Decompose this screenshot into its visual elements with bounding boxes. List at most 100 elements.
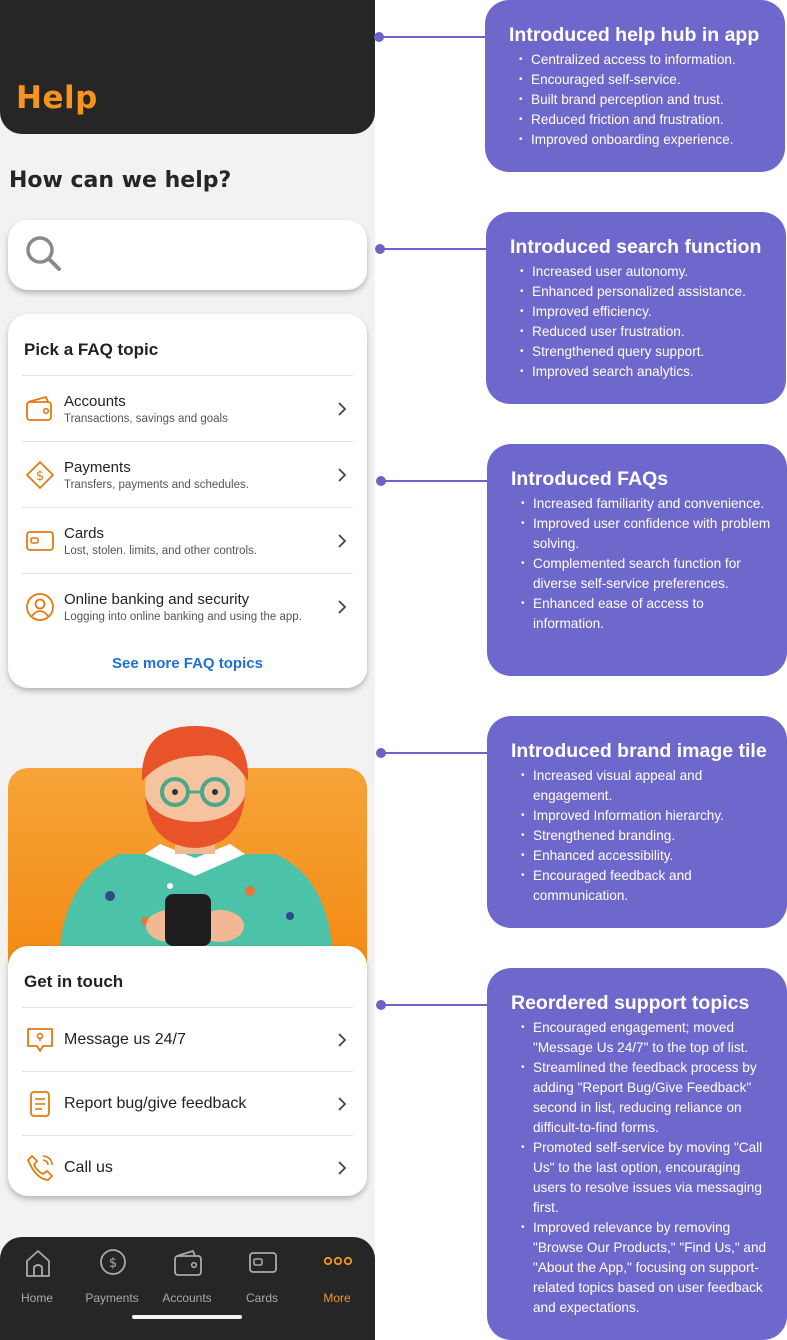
touch-item-message[interactable]: Message us 24/7 xyxy=(22,1007,353,1071)
touch-item-call[interactable]: Call us xyxy=(22,1135,353,1196)
connector-line xyxy=(382,1004,488,1006)
phone-screen: Help How can we help? Pick a FAQ topic A… xyxy=(0,0,375,1340)
connector-dot xyxy=(375,244,385,254)
faq-item-sub: Transactions, savings and goals xyxy=(64,413,228,425)
note-list: Encouraged engagement; moved "Message Us… xyxy=(521,1018,771,1318)
touch-item-label: Message us 24/7 xyxy=(64,1031,186,1048)
document-icon xyxy=(30,1091,50,1117)
touch-item-label: Report bug/give feedback xyxy=(64,1095,247,1112)
faq-item-payments[interactable]: $ Payments Transfers, payments and sched… xyxy=(22,441,353,507)
note-point: Encouraged engagement; moved "Message Us… xyxy=(521,1018,771,1058)
nav-accounts[interactable]: Accounts xyxy=(152,1247,222,1307)
note-list: Increased visual appeal and engagement. … xyxy=(521,766,771,906)
faq-item-accounts[interactable]: Accounts Transactions, savings and goals xyxy=(22,375,353,441)
faq-item-label: Payments xyxy=(64,459,131,476)
touch-card-title: Get in touch xyxy=(24,972,124,991)
note-point: Strengthened query support. xyxy=(520,342,770,362)
nav-home[interactable]: Home xyxy=(2,1247,72,1307)
note-point: Increased visual appeal and engagement. xyxy=(521,766,771,806)
message-icon xyxy=(27,1028,53,1052)
home-icon xyxy=(26,1250,50,1277)
app-header: Help xyxy=(0,0,375,134)
note-help-hub: Introduced help hub in app Centralized a… xyxy=(485,0,785,172)
svg-text:$: $ xyxy=(109,1256,117,1271)
touch-item-label: Call us xyxy=(64,1159,113,1176)
note-reordered-topics: Reordered support topics Encouraged enga… xyxy=(487,968,787,1340)
note-point: Increased user autonomy. xyxy=(520,262,770,282)
note-point: Encouraged feedback and communication. xyxy=(521,866,771,906)
faq-item-sub: Lost, stolen. limits, and other controls… xyxy=(64,545,258,557)
home-indicator xyxy=(132,1315,242,1319)
note-search: Introduced search function Increased use… xyxy=(486,212,786,404)
faq-item-sub: Logging into online banking and using th… xyxy=(64,611,302,623)
note-point: Improved relevance by removing "Browse O… xyxy=(521,1218,771,1318)
chevron-right-icon xyxy=(338,534,347,548)
note-list: Centralized access to information. Encou… xyxy=(519,50,769,150)
chevron-right-icon xyxy=(338,402,347,416)
note-title: Introduced help hub in app xyxy=(509,24,760,46)
connector-line xyxy=(382,752,488,754)
faq-item-label: Cards xyxy=(64,525,105,542)
chevron-right-icon xyxy=(338,600,347,614)
chevron-right-icon xyxy=(338,1161,347,1175)
payment-icon: $ xyxy=(26,461,54,489)
nav-cards[interactable]: Cards xyxy=(227,1247,297,1307)
note-point: Centralized access to information. xyxy=(519,50,769,70)
character-illustration xyxy=(60,726,332,946)
note-point: Strengthened branding. xyxy=(521,826,771,846)
get-in-touch-card: Get in touch Message us 24/7 Report bug/… xyxy=(8,946,367,1196)
see-more-faq-link[interactable]: See more FAQ topics xyxy=(112,655,263,672)
card-icon xyxy=(26,531,54,551)
connector-line xyxy=(381,248,487,250)
note-point: Promoted self-service by moving "Call Us… xyxy=(521,1138,771,1218)
connector-line xyxy=(380,36,486,38)
page-title: Help xyxy=(16,80,98,116)
faq-card: Pick a FAQ topic Accounts Transactions, … xyxy=(8,314,367,688)
nav-payments[interactable]: $ Payments xyxy=(77,1247,147,1307)
wallet-icon xyxy=(174,1250,202,1276)
user-icon xyxy=(26,593,54,621)
note-list: Increased user autonomy. Enhanced person… xyxy=(520,262,770,382)
faq-item-label: Online banking and security xyxy=(64,591,250,608)
more-icon xyxy=(323,1256,353,1266)
note-point: Built brand perception and trust. xyxy=(519,90,769,110)
note-point: Enhanced personalized assistance. xyxy=(520,282,770,302)
phone-icon xyxy=(27,1155,53,1181)
note-point: Improved Information hierarchy. xyxy=(521,806,771,826)
note-title: Introduced FAQs xyxy=(511,468,669,490)
svg-text:$: $ xyxy=(36,469,44,484)
faq-item-label: Accounts xyxy=(64,393,126,410)
connector-dot xyxy=(376,748,386,758)
note-point: Improved user confidence with problem so… xyxy=(521,514,771,554)
faq-item-online-banking[interactable]: Online banking and security Logging into… xyxy=(22,573,353,639)
note-title: Introduced brand image tile xyxy=(511,740,767,762)
note-faqs: Introduced FAQs Increased familiarity an… xyxy=(487,444,787,676)
touch-item-report-bug[interactable]: Report bug/give feedback xyxy=(22,1071,353,1135)
connector-line xyxy=(382,480,488,482)
note-point: Improved search analytics. xyxy=(520,362,770,382)
note-point: Complemented search function for diverse… xyxy=(521,554,771,594)
faq-item-cards[interactable]: Cards Lost, stolen. limits, and other co… xyxy=(22,507,353,573)
note-point: Reduced user frustration. xyxy=(520,322,770,342)
search-bar[interactable] xyxy=(8,220,367,290)
connector-dot xyxy=(376,476,386,486)
note-point: Reduced friction and frustration. xyxy=(519,110,769,130)
nav-more[interactable]: More xyxy=(302,1247,372,1307)
chevron-right-icon xyxy=(338,468,347,482)
faq-item-sub: Transfers, payments and schedules. xyxy=(64,479,249,491)
faq-card-title: Pick a FAQ topic xyxy=(24,340,159,359)
payment-icon: $ xyxy=(100,1249,126,1275)
note-point: Enhanced accessibility. xyxy=(521,846,771,866)
connector-dot xyxy=(374,32,384,42)
note-point: Improved onboarding experience. xyxy=(519,130,769,150)
connector-dot xyxy=(376,1000,386,1010)
bottom-navigation: Home $ Payments Accounts Cards xyxy=(0,1237,375,1340)
search-icon xyxy=(26,236,61,271)
chevron-right-icon xyxy=(338,1033,347,1047)
note-point: Streamlined the feedback process by addi… xyxy=(521,1058,771,1138)
card-icon xyxy=(249,1252,277,1273)
note-point: Encouraged self-service. xyxy=(519,70,769,90)
nav-label: Payments xyxy=(85,1291,139,1305)
nav-label: More xyxy=(323,1291,351,1305)
search-input[interactable] xyxy=(74,238,344,272)
